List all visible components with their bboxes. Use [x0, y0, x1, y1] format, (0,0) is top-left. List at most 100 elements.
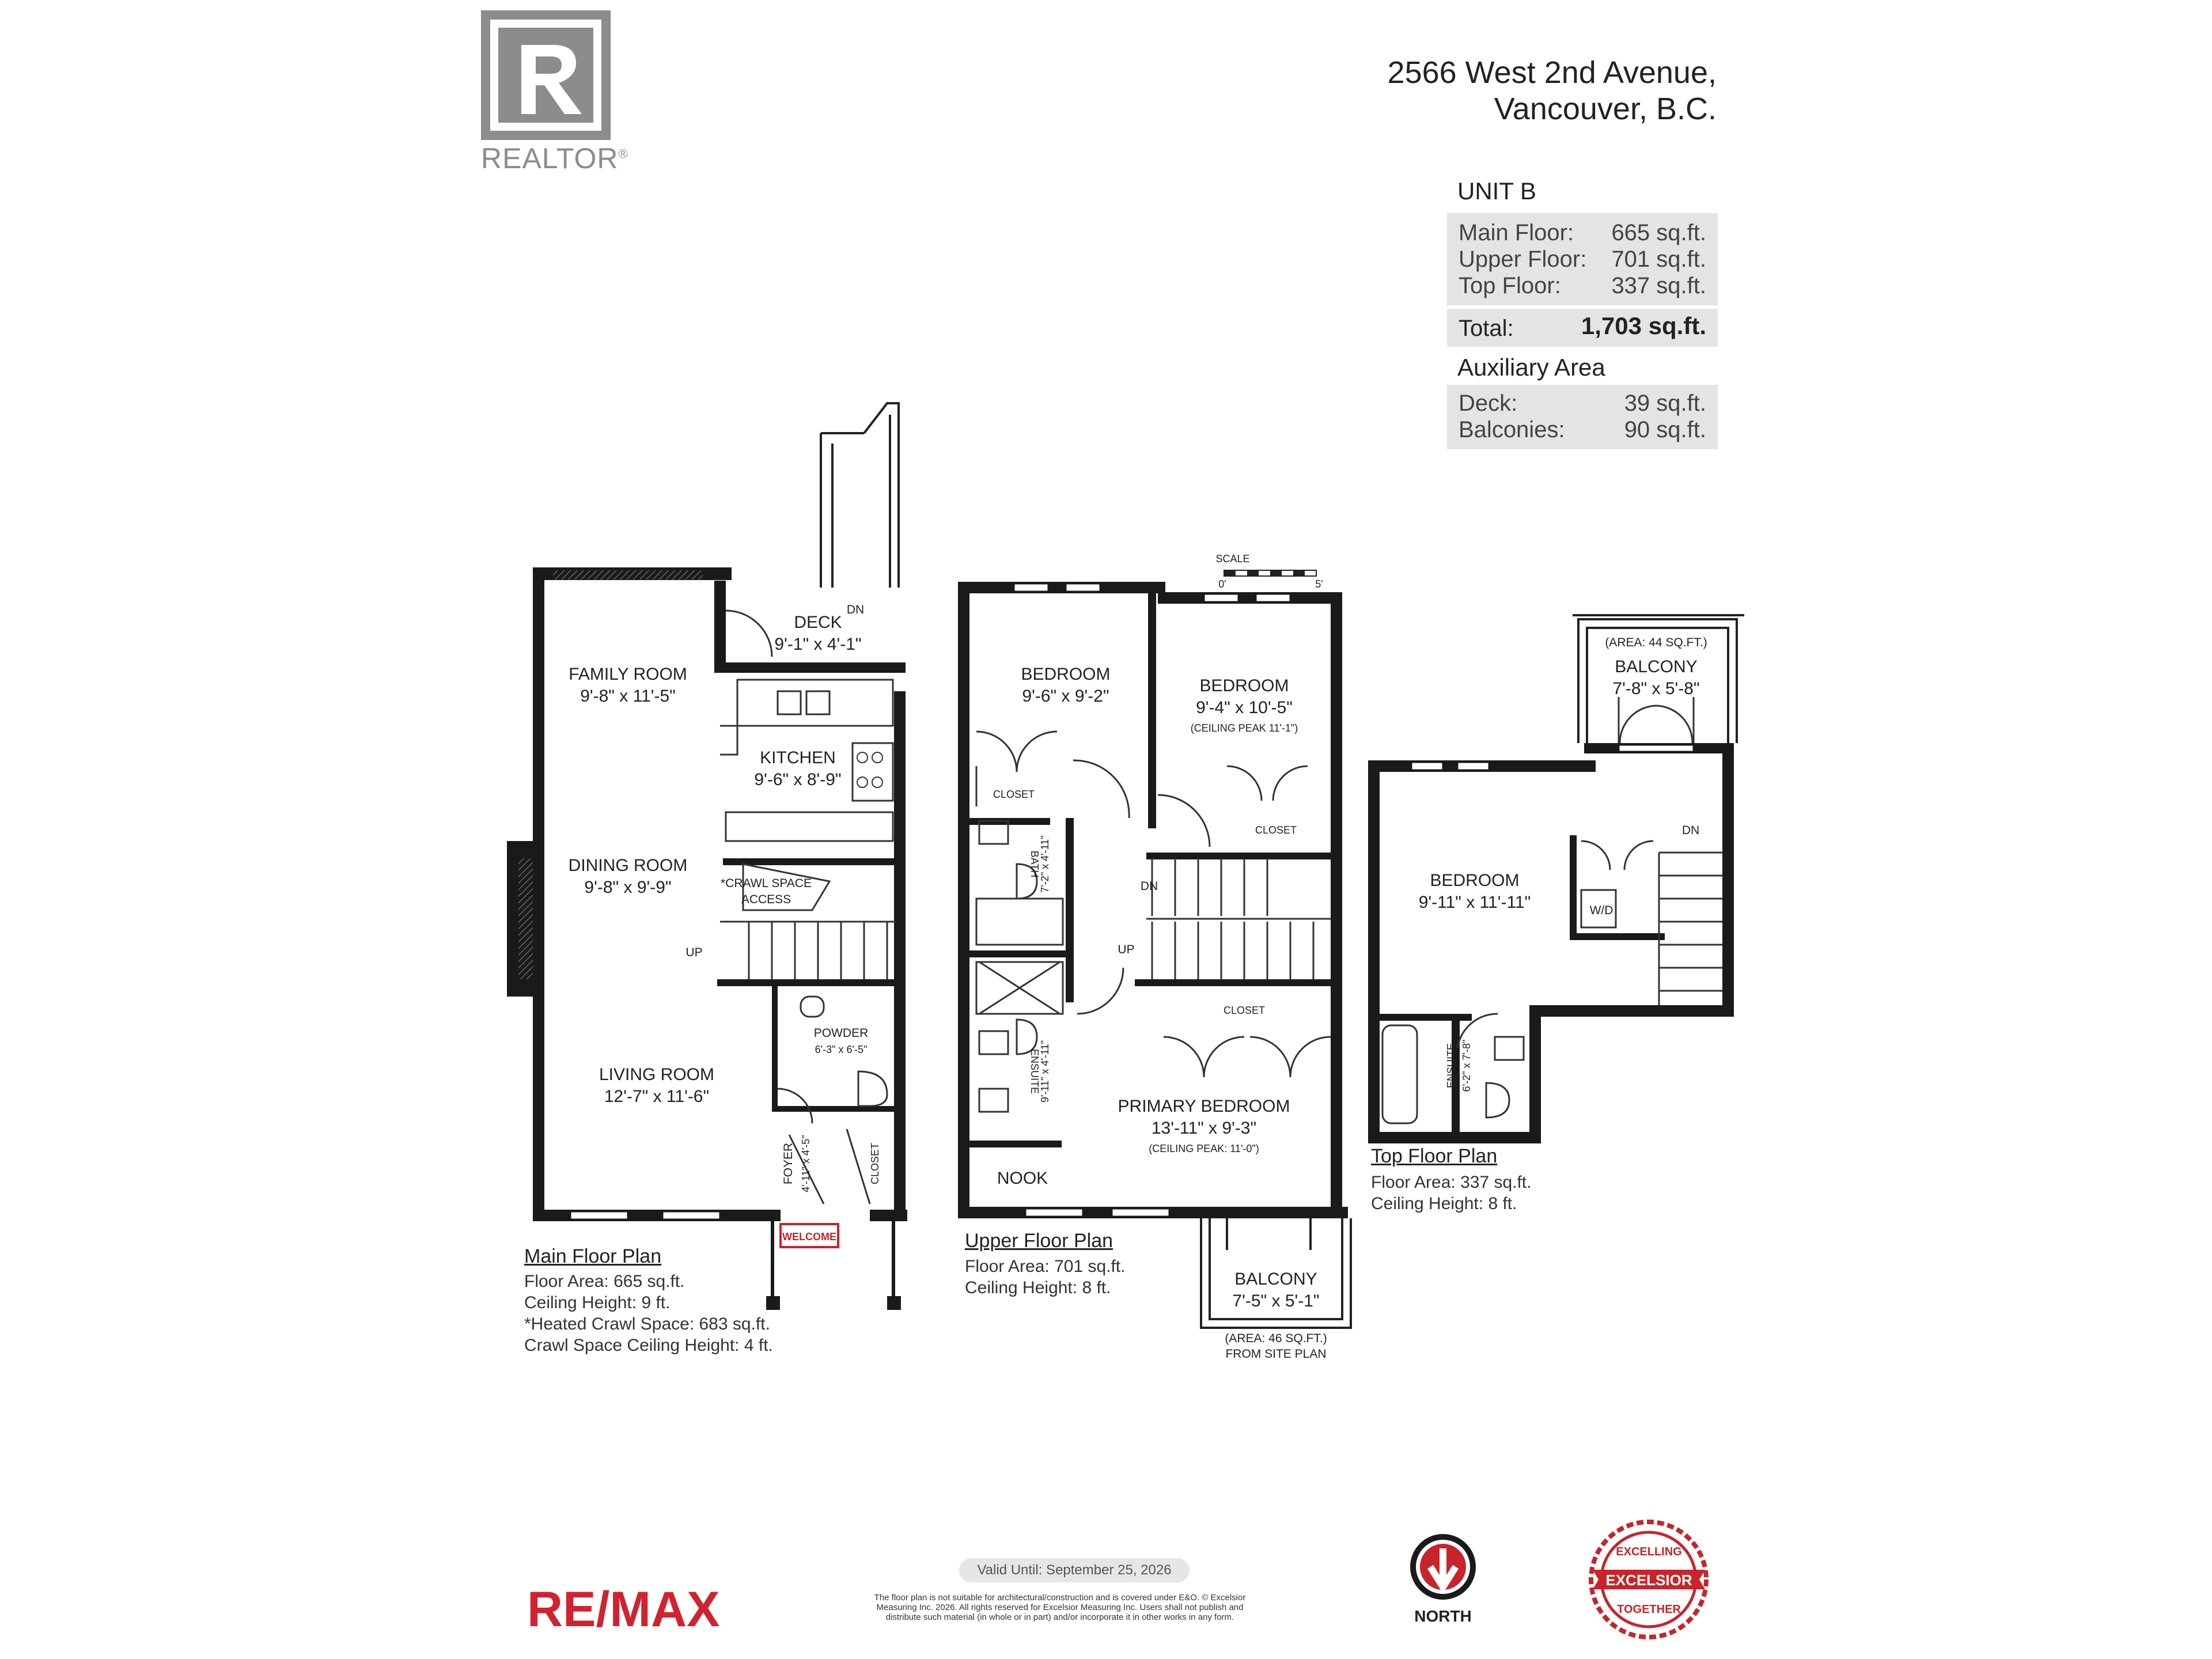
top-floor-info-2: Ceiling Height: 8 ft. [1371, 1194, 1517, 1213]
disclaimer-line-1: The floor plan is not suitable for archi… [874, 1593, 1246, 1603]
realtor-r-icon [481, 10, 611, 140]
main-floor-info-2: Ceiling Height: 9 ft. [524, 1293, 671, 1312]
foyer-closet-label: CLOSET [869, 1143, 881, 1184]
upper-closet-1-label: CLOSET [993, 789, 1035, 800]
main-walls [507, 567, 907, 1221]
top-stairs [1658, 851, 1722, 1005]
main-bottom-windows [569, 1210, 721, 1221]
upper-balcony-name: BALCONY [1234, 1270, 1317, 1289]
excelsior-seal-icon [1589, 1520, 1709, 1639]
top-balcony-area: (AREA: 44 SQ.FT.) [1605, 636, 1707, 649]
entry-porch [766, 1221, 901, 1310]
powder-dim: 6'-3" x 6'-5" [815, 1044, 868, 1055]
upper-bottom-windows [1013, 582, 1291, 1218]
remax-logo: RE/MAX [527, 1581, 746, 1637]
valid-until-badge: Valid Until: September 25, 2026 [959, 1558, 1190, 1582]
deck-value: 39 sq.ft. [1624, 391, 1706, 416]
main-window-top [553, 570, 703, 579]
main-window-left [518, 858, 533, 979]
main-floor-info-1: Floor Area: 665 sq.ft. [524, 1272, 685, 1291]
top-fixtures [1381, 697, 1695, 1124]
kitchen-dim: 9'-6" x 8'-9" [754, 770, 841, 789]
upper-dn-label: DN [1141, 880, 1158, 893]
deck-label: Deck: [1459, 391, 1518, 416]
nook-label: NOOK [997, 1169, 1048, 1188]
scale-label: SCALE [1215, 553, 1249, 565]
deck-railing [820, 402, 900, 588]
excelsior-name: EXCELSIOR [1605, 1571, 1692, 1589]
upper-fixtures [975, 730, 1331, 1113]
upper-up-label: UP [1118, 943, 1134, 956]
deck-dn-label: DN [847, 603, 864, 616]
upper-floor-plan: SCALE 0' 5' BEDROOM 9'-6" x 9'-2" BEDROO… [958, 553, 1352, 1361]
excelsior-bottom-text: TOGETHER [1617, 1603, 1681, 1616]
top-balcony-dim: 7'-8" x 5'-8" [1612, 679, 1699, 698]
disclaimer-line-3: distribute such material (in whole or in… [885, 1612, 1234, 1622]
welcome-mat [779, 1223, 839, 1248]
crawl-access-label: ACCESS [741, 893, 791, 906]
foyer-dim: 4'-11" x 4'-5" [800, 1135, 812, 1192]
deck-name: DECK [794, 613, 842, 632]
crawl-space-label: *CRAWL SPACE [721, 877, 812, 890]
upper-stairs [1146, 858, 1331, 979]
top-balcony [1573, 614, 1744, 743]
dining-room-name: DINING ROOM [569, 856, 688, 875]
upper-floor-info-2: Ceiling Height: 8 ft. [965, 1278, 1111, 1297]
top-windows [1410, 744, 1695, 771]
scale-start: 0' [1218, 578, 1226, 590]
upper-floor-label: Upper Floor: [1459, 247, 1587, 272]
excelsior-seal: EXCELLING EXCELSIOR TOGETHER [1587, 1518, 1711, 1642]
scale-bar [1224, 570, 1317, 577]
balconies-value: 90 sq.ft. [1624, 417, 1706, 442]
upper-ensuite-name: ENSUITE [1029, 1049, 1040, 1094]
primary-bedroom-note: (CEILING PEAK: 11'-0") [1149, 1143, 1259, 1154]
kitchen-counter [720, 679, 894, 842]
top-floor-title: Top Floor Plan [1371, 1145, 1498, 1167]
disclaimer: The floor plan is not suitable for archi… [795, 1593, 1325, 1622]
upper-balcony [1200, 1218, 1352, 1329]
family-room-dim: 9'-8" x 11'-5" [580, 687, 676, 706]
unit-label: UNIT B [1457, 177, 1536, 204]
bath-dim: 7'-2" x 4'-11" [1039, 835, 1051, 892]
remax-text: RE/MAX [527, 1582, 719, 1633]
top-dn-label: DN [1682, 824, 1699, 837]
upper-bedroom-1-name: BEDROOM [1021, 665, 1110, 684]
top-bedroom-dim: 9'-11" x 11'-11" [1419, 893, 1531, 912]
upper-balcony-dim: 7'-5" x 5'-1" [1232, 1291, 1319, 1310]
kitchen-stove-icon [857, 752, 883, 788]
address-line-2: Vancouver, B.C. [1494, 92, 1717, 126]
main-floor-info-3: *Heated Crawl Space: 683 sq.ft. [524, 1315, 770, 1334]
main-floor-label: Main Floor: [1459, 220, 1574, 245]
upper-bedroom-1-dim: 9'-6" x 9'-2" [1022, 687, 1109, 706]
main-up-label: UP [685, 946, 702, 959]
powder-name: POWDER [814, 1027, 869, 1040]
living-room-dim: 12'-7" x 11'-6" [604, 1087, 709, 1106]
total-value: 1,703 sq.ft. [1581, 312, 1706, 339]
scale-end: 5' [1315, 578, 1323, 590]
main-stairs [720, 863, 896, 979]
upper-balcony-area: (AREA: 46 SQ.FT.) [1225, 1332, 1327, 1345]
realtor-logo: REALTOR® [481, 10, 628, 177]
top-floor-plan: (AREA: 44 SQ.FT.) BALCONY 7'-8" x 5'-8" … [1368, 614, 1744, 1143]
top-floor-label: Top Floor: [1459, 273, 1561, 298]
balconies-label: Balconies: [1459, 417, 1565, 442]
main-floor-info-4: Crawl Space Ceiling Height: 4 ft. [524, 1336, 773, 1355]
upper-floor-title: Upper Floor Plan [965, 1230, 1113, 1252]
auxiliary-summary: Deck: 39 sq.ft. Balconies: 90 sq.ft. [1447, 385, 1718, 449]
foyer-name: FOYER [782, 1143, 795, 1184]
primary-bedroom-dim: 13'-11" x 9'-3" [1152, 1119, 1256, 1138]
upper-closet-3-label: CLOSET [1224, 1005, 1265, 1016]
main-floor-value: 665 sq.ft. [1611, 220, 1706, 245]
top-ensuite-dim: 6'-2" x 7'-8" [1461, 1040, 1472, 1092]
primary-bedroom-name: PRIMARY BEDROOM [1118, 1097, 1290, 1116]
top-floor-info-1: Floor Area: 337 sq.ft. [1371, 1173, 1532, 1192]
north-label: NORTH [1414, 1607, 1472, 1625]
realtor-text: REALTOR [481, 142, 619, 175]
floor-area-summary: Main Floor: 665 sq.ft. Upper Floor: 701 … [1447, 213, 1718, 347]
deck-dim: 9'-1" x 4'-1" [774, 635, 861, 654]
north-arrow: NORTH [1408, 1532, 1478, 1636]
family-room-name: FAMILY ROOM [569, 665, 687, 684]
washer-dryer-label: W/D [1590, 904, 1613, 917]
living-room-name: LIVING ROOM [599, 1065, 714, 1084]
